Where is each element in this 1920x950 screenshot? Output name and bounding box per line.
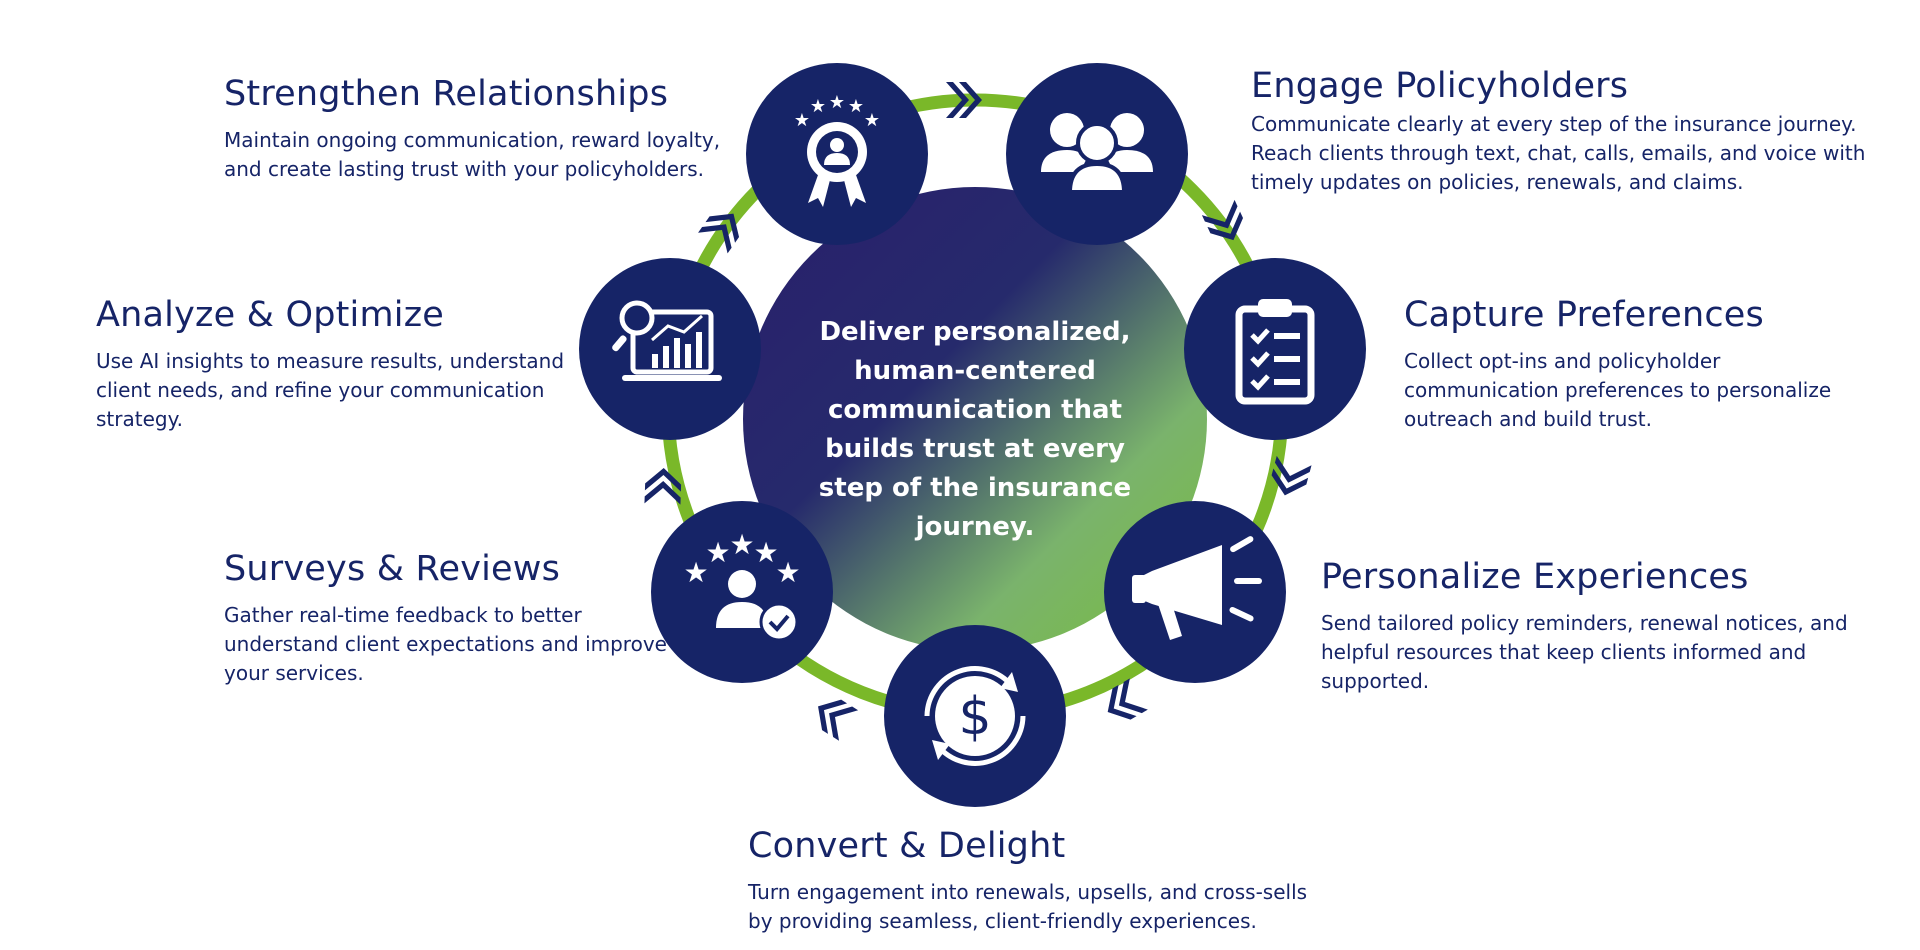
center-message: Deliver personalized, human-centered com… <box>818 317 1132 542</box>
center-circle <box>743 187 1207 651</box>
node-analyze-optimize <box>579 258 761 440</box>
step-description: Collect opt-ins and policyholder communi… <box>1404 349 1832 431</box>
step-convert-delight: Convert & Delight Turn engagement into r… <box>748 826 1323 936</box>
step-description: Use AI insights to measure results, unde… <box>96 349 565 431</box>
svg-text:$: $ <box>958 687 991 747</box>
node-capture-preferences <box>1184 258 1366 440</box>
step-personalize-experiences: Personalize Experiences Send tailored po… <box>1321 557 1866 696</box>
dollar-cycle-icon: $ <box>924 666 1026 766</box>
loyalty-badge-icon: ★ ★ ★ ★ ★ <box>794 92 880 207</box>
step-description: Turn engagement into renewals, upsells, … <box>748 880 1308 933</box>
step-title: Analyze & Optimize <box>96 295 444 335</box>
step-engage-policyholders: Engage Policyholders Communicate clearly… <box>1251 66 1871 197</box>
step-description: Send tailored policy reminders, renewal … <box>1321 611 1848 693</box>
step-description: Communicate clearly at every step of the… <box>1251 112 1866 194</box>
flow-arrow-icon <box>808 691 859 741</box>
svg-text:★: ★ <box>864 110 880 131</box>
people-group-icon <box>1041 113 1153 194</box>
svg-text:★: ★ <box>753 536 778 569</box>
step-strengthen-relationships: Strengthen Relationships Maintain ongoin… <box>224 74 724 184</box>
svg-text:★: ★ <box>794 110 810 131</box>
step-surveys-reviews: Surveys & Reviews Gather real-time feedb… <box>224 549 669 688</box>
step-capture-preferences: Capture Preferences Collect opt-ins and … <box>1404 295 1859 434</box>
step-title: Surveys & Reviews <box>224 549 561 589</box>
step-title: Engage Policyholders <box>1251 66 1629 106</box>
svg-text:★: ★ <box>848 96 864 117</box>
step-analyze-optimize: Analyze & Optimize Use AI insights to me… <box>96 295 576 434</box>
svg-text:★: ★ <box>705 536 730 569</box>
svg-text:★: ★ <box>729 528 754 561</box>
step-title: Capture Preferences <box>1404 295 1764 335</box>
svg-text:★: ★ <box>810 96 826 117</box>
svg-text:★: ★ <box>683 556 708 589</box>
star-rating-user-icon: ★ ★ ★ ★ ★ <box>683 528 801 642</box>
step-description: Maintain ongoing communication, reward l… <box>224 128 721 181</box>
clipboard-checklist-icon <box>1235 299 1315 405</box>
megaphone-icon <box>1132 536 1262 640</box>
svg-text:★: ★ <box>775 556 800 589</box>
step-description: Gather real-time feedback to better unde… <box>224 603 667 685</box>
svg-text:★: ★ <box>829 92 845 113</box>
analytics-monitor-icon <box>612 300 722 381</box>
step-title: Strengthen Relationships <box>224 74 669 114</box>
step-title: Convert & Delight <box>748 826 1066 866</box>
step-title: Personalize Experiences <box>1321 557 1749 597</box>
